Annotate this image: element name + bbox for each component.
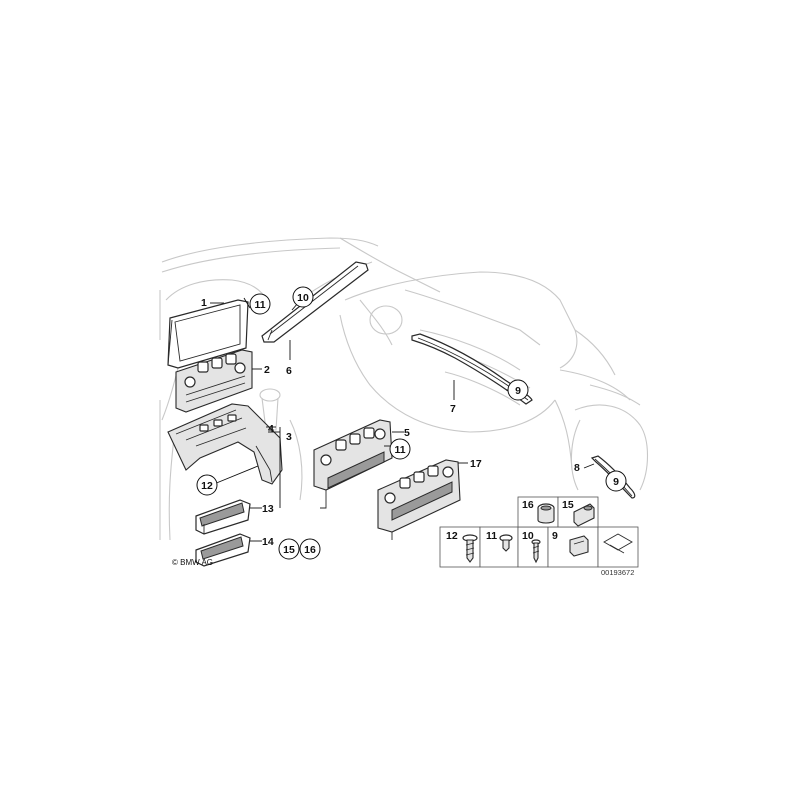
circle-11-top	[249, 293, 271, 315]
screw-11-icon	[499, 534, 513, 552]
circle-10-top	[292, 286, 314, 308]
part-number-labels: 1 2 4 3 13 14 6 7 8 5 17	[201, 297, 580, 548]
circle-9-door	[507, 379, 529, 401]
socket-16-icon	[537, 503, 555, 524]
part-14-storage-tray	[195, 533, 251, 567]
socket-15-icon	[573, 503, 595, 527]
label-c15: 15	[283, 544, 295, 556]
label-c10-top: 10	[297, 292, 309, 304]
part-17-bezel-variant	[377, 459, 461, 540]
label-13: 13	[262, 503, 274, 515]
part-5-bezel-variant	[313, 419, 393, 509]
label-c12: 12	[201, 480, 213, 492]
circle-16	[299, 538, 321, 560]
circle-15	[278, 538, 300, 560]
label-4: 4	[268, 423, 274, 435]
label-14: 14	[262, 536, 274, 548]
label-c11-mid: 11	[394, 444, 405, 456]
part-13-storage-tray	[195, 499, 251, 535]
part-4-console-trim	[167, 403, 283, 485]
circled-labels: 11 10 9 9 11 12 15 16	[196, 286, 627, 560]
label-k11: 11	[486, 530, 497, 542]
label-17: 17	[470, 458, 482, 470]
circle-11-mid	[389, 438, 411, 460]
label-c11-top: 11	[254, 299, 265, 311]
clip-9-icon	[569, 535, 589, 557]
label-5: 5	[404, 427, 410, 439]
drawing-number: 00193672	[601, 568, 634, 577]
part-2-center-bezel	[175, 349, 253, 413]
label-k15: 15	[562, 499, 574, 511]
leader-lines	[210, 297, 621, 542]
screw-12-icon	[462, 534, 478, 563]
cell-11	[479, 526, 519, 568]
assembly-symbol-icon	[603, 533, 633, 554]
label-c9-door: 9	[515, 385, 521, 397]
label-k10: 10	[522, 530, 534, 542]
label-c16: 16	[304, 544, 316, 556]
label-8: 8	[574, 462, 580, 474]
label-k12: 12	[446, 530, 458, 542]
screw-10-icon	[531, 539, 541, 564]
part-1-display-panel	[167, 299, 249, 369]
label-3: 3	[286, 431, 292, 443]
circle-9-rear	[605, 470, 627, 492]
label-k9: 9	[552, 530, 558, 542]
circle-12	[196, 474, 218, 496]
label-7: 7	[450, 403, 456, 415]
part-6-trim-strip	[261, 261, 369, 343]
label-c9-rear: 9	[613, 476, 619, 488]
hardware-table: 12 11 10 9 16 15	[439, 496, 639, 568]
cell-symbol	[597, 526, 639, 568]
label-k16: 16	[522, 499, 534, 511]
label-2: 2	[264, 364, 270, 376]
label-6: 6	[286, 365, 292, 377]
copyright-text: © BMW AG	[172, 558, 213, 567]
label-1: 1	[201, 297, 207, 309]
